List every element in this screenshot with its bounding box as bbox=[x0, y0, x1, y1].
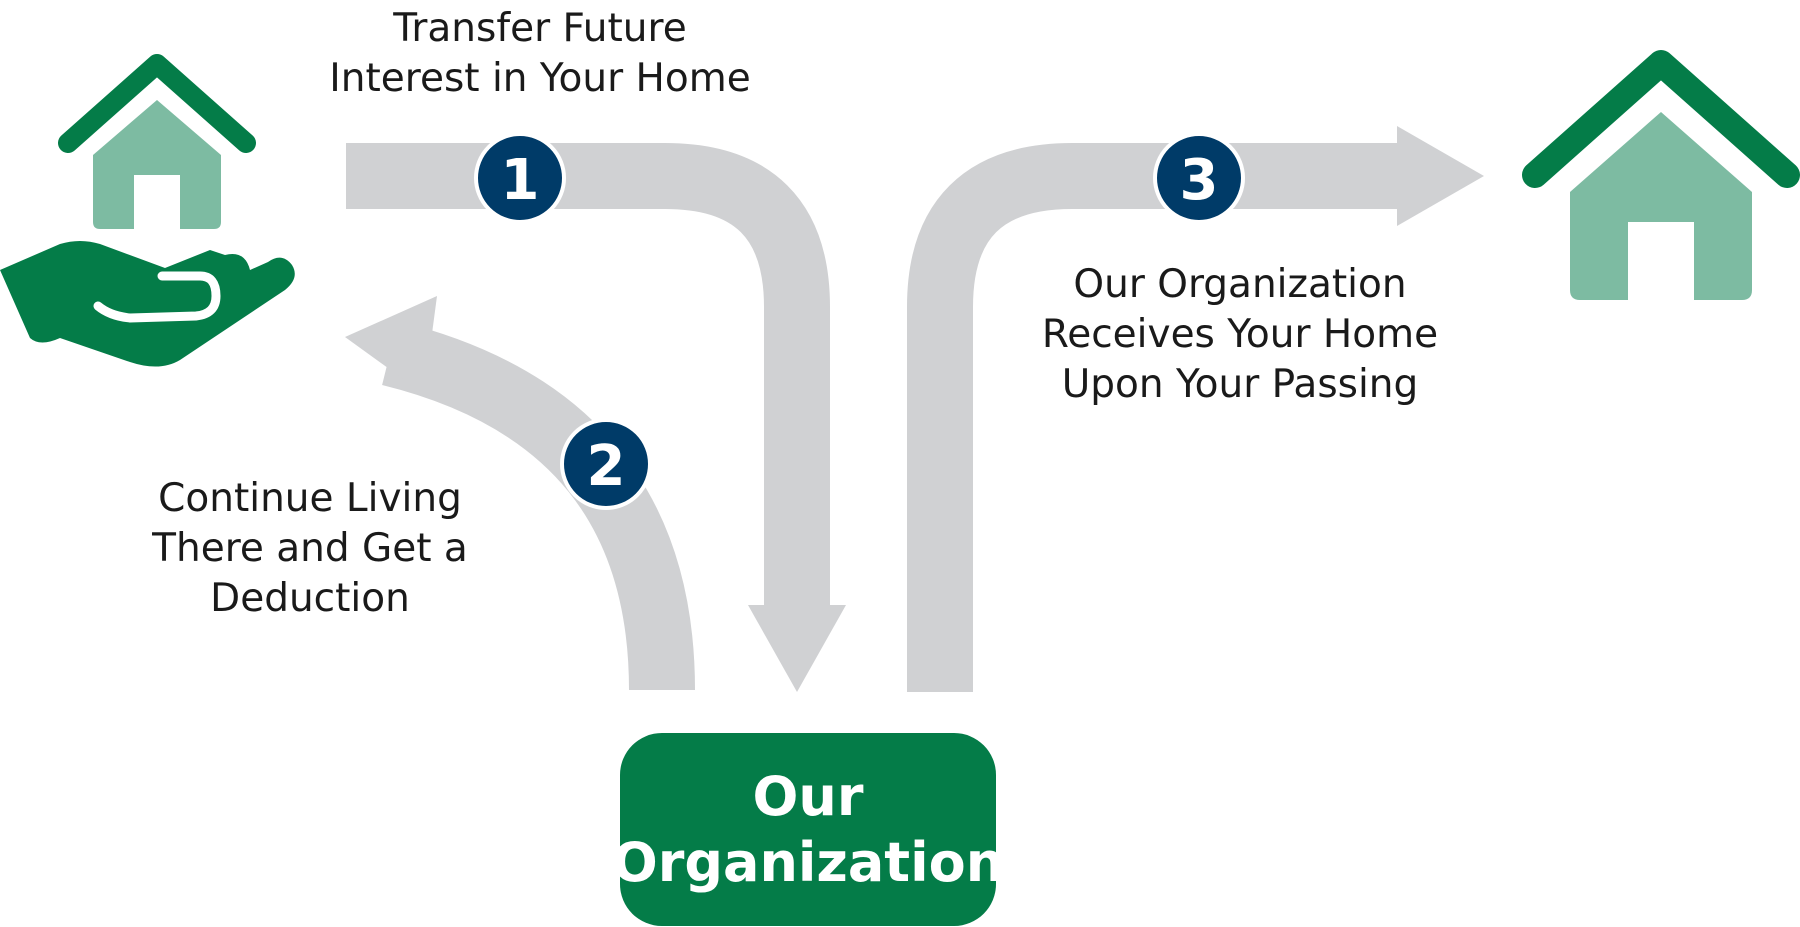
step-number-1: 1 bbox=[501, 148, 540, 213]
step-number-2: 2 bbox=[587, 434, 626, 499]
step-badge-2: 2 bbox=[560, 418, 652, 510]
house-icon bbox=[1522, 50, 1800, 300]
step-2-caption: Continue Living There and Get a Deductio… bbox=[152, 476, 468, 621]
arrow-step-1 bbox=[346, 143, 846, 692]
step-badge-1: 1 bbox=[474, 132, 566, 224]
step-3-caption: Our Organization Receives Your Home Upon… bbox=[1041, 262, 1439, 407]
step-1-caption: Transfer Future Interest in Your Home bbox=[329, 6, 751, 101]
arrow-step-3 bbox=[907, 126, 1484, 692]
organization-box: Our Organization bbox=[612, 733, 1004, 926]
hand-holding-house-icon bbox=[0, 54, 295, 367]
step-badge-3: 3 bbox=[1153, 132, 1245, 224]
step-number-3: 3 bbox=[1180, 148, 1219, 213]
